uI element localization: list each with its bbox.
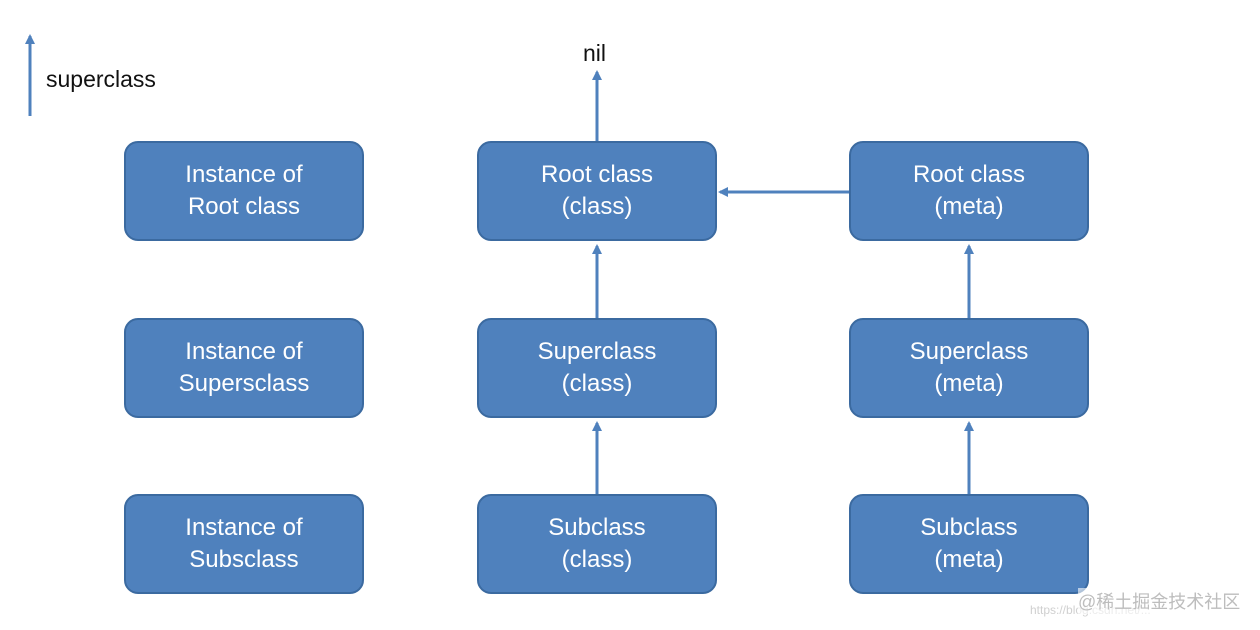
box-line-1: Root class [540, 161, 654, 188]
box-line-1: Root class [912, 161, 1026, 188]
box-line-2: Supersclass [178, 370, 310, 397]
box-line-2: (class) [561, 193, 633, 220]
nil-label: nil [583, 40, 607, 66]
instance-of-superclass-box: Instance of Supersclass [124, 318, 364, 418]
subclass-class-box: Subclass (class) [477, 494, 717, 594]
box-line-2: Subsclass [189, 546, 299, 573]
box-line-1: Superclass [537, 338, 657, 365]
box-line-2: (meta) [934, 370, 1004, 397]
box-line-1: Subclass [548, 514, 646, 541]
superclass-class-box: Superclass (class) [477, 318, 717, 418]
box-line-1: Instance of [185, 161, 303, 188]
subclass-meta-box: Subclass (meta) [849, 494, 1089, 594]
box-line-1: Instance of [185, 338, 303, 365]
box-line-1: Subclass [920, 514, 1018, 541]
box-line-2: (meta) [934, 193, 1004, 220]
legend-label: superclass [46, 66, 156, 92]
box-line-2: Root class [187, 193, 301, 220]
box-line-2: (class) [561, 546, 633, 573]
watermark-brand: @稀土掘金技术社区 [1078, 588, 1241, 614]
box-line-2: (class) [561, 370, 633, 397]
instance-of-subclass-box: Instance of Subsclass [124, 494, 364, 594]
box-line-2: (meta) [934, 546, 1004, 573]
box-line-1: Instance of [185, 514, 303, 541]
instance-of-root-class-box: Instance of Root class [124, 141, 364, 241]
box-line-1: Superclass [909, 338, 1029, 365]
superclass-meta-box: Superclass (meta) [849, 318, 1089, 418]
root-class-box: Root class (class) [477, 141, 717, 241]
root-class-meta-box: Root class (meta) [849, 141, 1089, 241]
